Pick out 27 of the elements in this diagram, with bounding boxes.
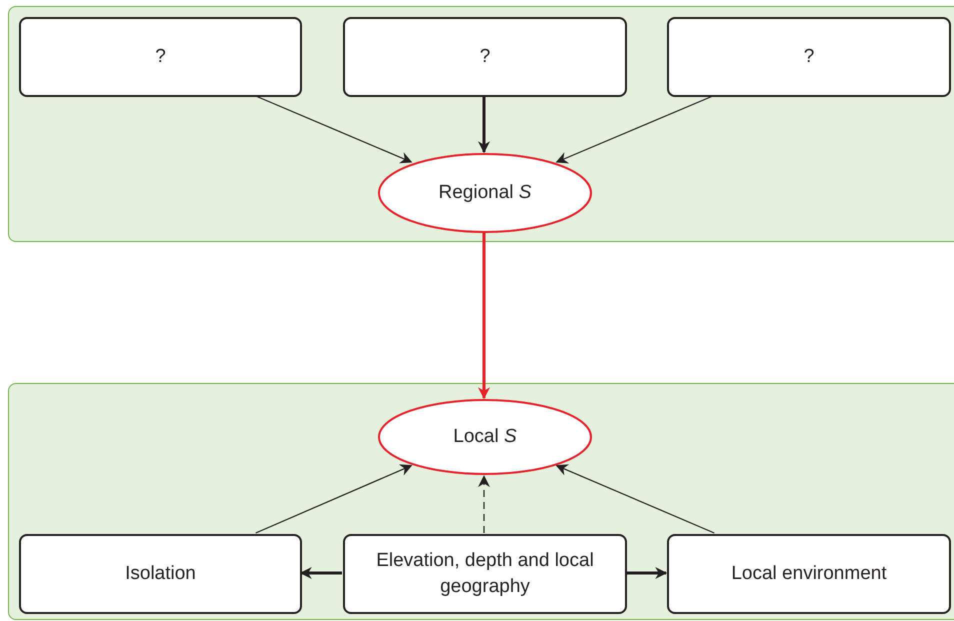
node-label: Isolation [124, 562, 197, 586]
factor-box [19, 534, 302, 614]
node-label: ? [802, 45, 816, 69]
arrow [556, 464, 715, 534]
node-label: Elevation, depth and local geography [375, 549, 595, 599]
node-label: ? [478, 45, 492, 69]
group-panel [8, 6, 954, 242]
arrow [255, 95, 412, 164]
node-label: ? [154, 45, 167, 69]
outcome-ellipse [378, 399, 592, 475]
arrow [478, 232, 490, 400]
factor-box [343, 17, 627, 97]
arrow [556, 95, 714, 164]
arrow [478, 96, 490, 154]
factor-box [667, 17, 951, 97]
arrow [255, 464, 412, 534]
node-label: Local S [452, 425, 518, 449]
outcome-ellipse [378, 153, 592, 233]
node-label: Regional S [438, 181, 532, 205]
group-panel [8, 383, 954, 620]
node-label: Local environment [730, 562, 888, 586]
factor-box [343, 534, 627, 614]
arrow [300, 567, 342, 579]
factor-box [19, 17, 302, 97]
arrow [626, 567, 668, 579]
factor-box [667, 534, 951, 614]
arrow [478, 475, 490, 533]
